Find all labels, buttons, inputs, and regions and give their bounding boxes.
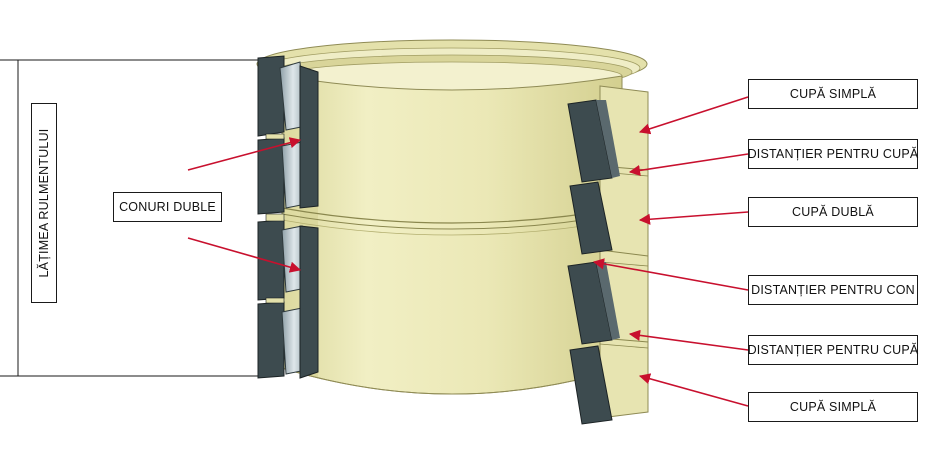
single-cup-top-text: CUPĂ SIMPLĂ xyxy=(789,87,877,101)
bearing-width-label-box: LĂȚIMEA RULMENTULUI xyxy=(31,103,57,303)
bearing-width-label: LĂȚIMEA RULMENTULUI xyxy=(37,128,51,278)
bearing-body xyxy=(256,39,648,395)
single-cup-bottom-text: CUPĂ SIMPLĂ xyxy=(789,400,877,414)
arrow-cone-spacer xyxy=(592,258,749,291)
double-cones-label: CONURI DUBLE xyxy=(113,192,222,222)
arrow-double-cones-lower xyxy=(187,237,302,273)
cone-spacer-text: DISTANȚIER PENTRU CON xyxy=(751,283,915,297)
double-cones-text: CONURI DUBLE xyxy=(119,200,216,214)
single-cup-bottom-label: CUPĂ SIMPLĂ xyxy=(748,392,918,422)
double-cup-label: CUPĂ DUBLĂ xyxy=(748,197,918,227)
pointer-arrows xyxy=(187,96,749,407)
single-cup-top-label: CUPĂ SIMPLĂ xyxy=(748,79,918,109)
arrow-single-cup-top xyxy=(638,96,749,135)
bearing-width-dimension xyxy=(0,59,260,377)
cup-spacer-top-text: DISTANȚIER PENTRU CUPĂ xyxy=(747,147,919,161)
cup-spacer-top-label: DISTANȚIER PENTRU CUPĂ xyxy=(748,139,918,169)
cone-spacer-label: DISTANȚIER PENTRU CON xyxy=(748,275,918,305)
arrow-double-cones-upper xyxy=(187,137,302,171)
arrow-cup-spacer-bottom xyxy=(628,329,749,351)
double-cup-text: CUPĂ DUBLĂ xyxy=(792,205,874,219)
cup-spacer-bottom-text: DISTANȚIER PENTRU CUPĂ xyxy=(747,343,919,357)
arrow-cup-spacer-top xyxy=(628,153,749,177)
arrow-double-cup xyxy=(638,211,749,225)
cup-spacer-bottom-label: DISTANȚIER PENTRU CUPĂ xyxy=(748,335,918,365)
arrow-single-cup-bottom xyxy=(638,373,749,407)
left-cross-section xyxy=(257,55,319,379)
